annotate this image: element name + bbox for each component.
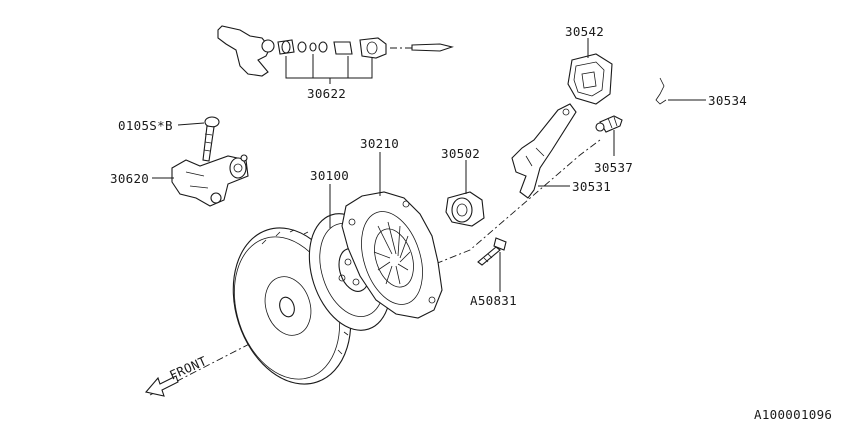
front-direction-arrow: FRONT bbox=[144, 353, 209, 397]
callout-30210: 30210 bbox=[360, 136, 399, 151]
front-label: FRONT bbox=[167, 353, 209, 383]
part-30620-operating-cylinder[interactable] bbox=[171, 154, 249, 207]
part-30534-spring[interactable] bbox=[655, 77, 667, 105]
leader-30622 bbox=[285, 54, 373, 84]
part-30542-boot[interactable] bbox=[567, 53, 613, 105]
callout-30531: 30531 bbox=[572, 179, 611, 194]
leader-0105S-B bbox=[177, 122, 205, 126]
callout-0105S-B: 0105S*B bbox=[118, 118, 173, 133]
callout-30622: 30622 bbox=[307, 86, 346, 101]
part-30210-pressure-plate[interactable] bbox=[341, 191, 443, 319]
part-30622-master-cylinder[interactable] bbox=[217, 25, 454, 77]
callout-30537: 30537 bbox=[594, 160, 633, 175]
callout-30502: 30502 bbox=[441, 146, 480, 161]
part-30531-release-fork[interactable] bbox=[511, 103, 577, 199]
part-30537-pivot[interactable] bbox=[595, 115, 623, 133]
diagram-reference-code: A100001096 bbox=[754, 407, 832, 422]
assembly-axis-line bbox=[149, 139, 601, 396]
part-0105S-B-bolt[interactable] bbox=[202, 116, 220, 162]
callout-30542: 30542 bbox=[565, 24, 604, 39]
callout-A50831: A50831 bbox=[470, 293, 517, 308]
part-A50831-bolt[interactable] bbox=[477, 237, 507, 266]
callout-30620: 30620 bbox=[110, 171, 149, 186]
part-30502-release-bearing[interactable] bbox=[445, 191, 485, 227]
callout-30100: 30100 bbox=[310, 168, 349, 183]
callout-30534: 30534 bbox=[708, 93, 747, 108]
